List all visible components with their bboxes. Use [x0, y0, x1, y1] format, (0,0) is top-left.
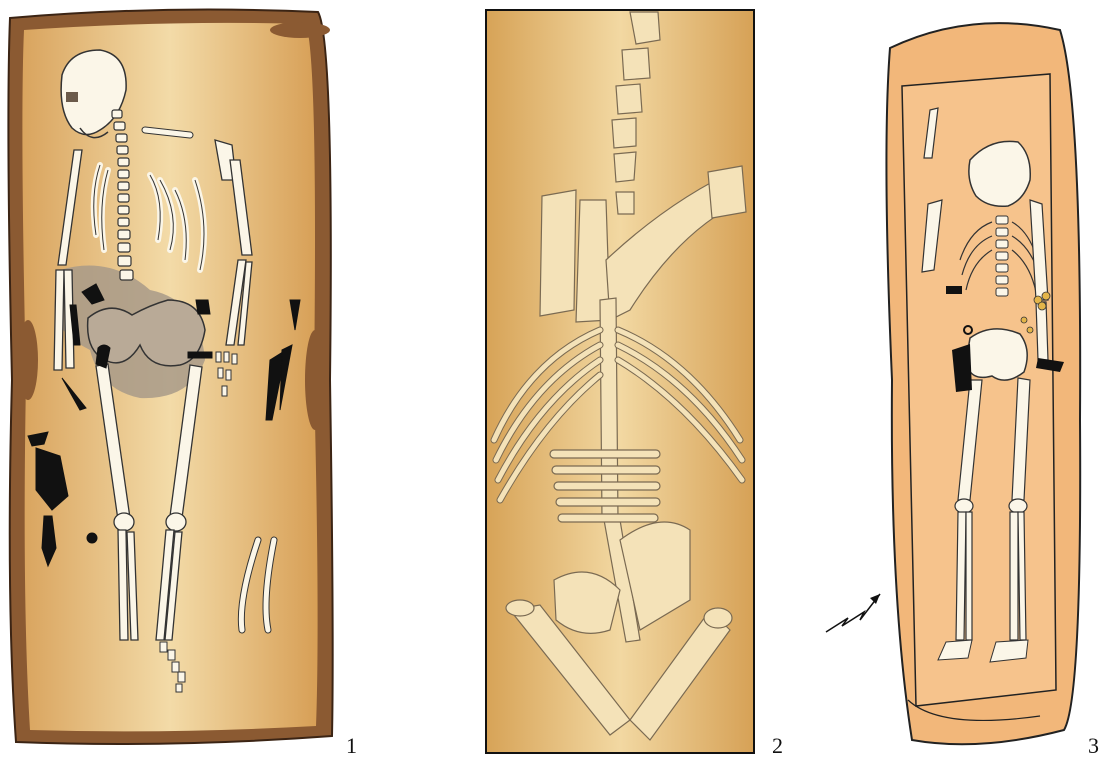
panel-3: 3 — [820, 0, 1107, 758]
pelvis — [554, 572, 620, 633]
pelvis — [966, 329, 1027, 380]
soil-stain — [270, 22, 330, 38]
neck-vertebra — [616, 84, 642, 114]
foreleg — [708, 166, 746, 218]
neck-vertebra — [616, 192, 634, 214]
eye-socket — [66, 92, 78, 102]
soil-stain — [305, 330, 325, 430]
strap-end — [196, 300, 210, 314]
neck-vertebra — [612, 118, 636, 148]
neck-vertebra — [622, 48, 650, 80]
neck-vertebra — [630, 12, 660, 44]
panel-2-label: 2 — [772, 733, 783, 759]
strap-end — [188, 352, 212, 358]
knife — [946, 286, 962, 294]
torso — [996, 216, 1008, 296]
femur-head — [506, 600, 534, 616]
panel-3-label: 3 — [1088, 733, 1099, 759]
panel-2: 2 — [480, 0, 780, 758]
soil-stain — [18, 320, 38, 400]
femur-head — [704, 608, 732, 628]
burial-1-drawing — [0, 0, 360, 758]
burial-3-drawing — [820, 0, 1107, 758]
panel-1-label: 1 — [346, 733, 357, 759]
scapula — [540, 190, 576, 316]
neck-vertebra — [614, 152, 636, 182]
burial-2-drawing — [480, 0, 780, 758]
ring — [87, 533, 97, 543]
north-arrow-icon — [826, 594, 880, 632]
panel-1: 1 — [0, 0, 360, 758]
